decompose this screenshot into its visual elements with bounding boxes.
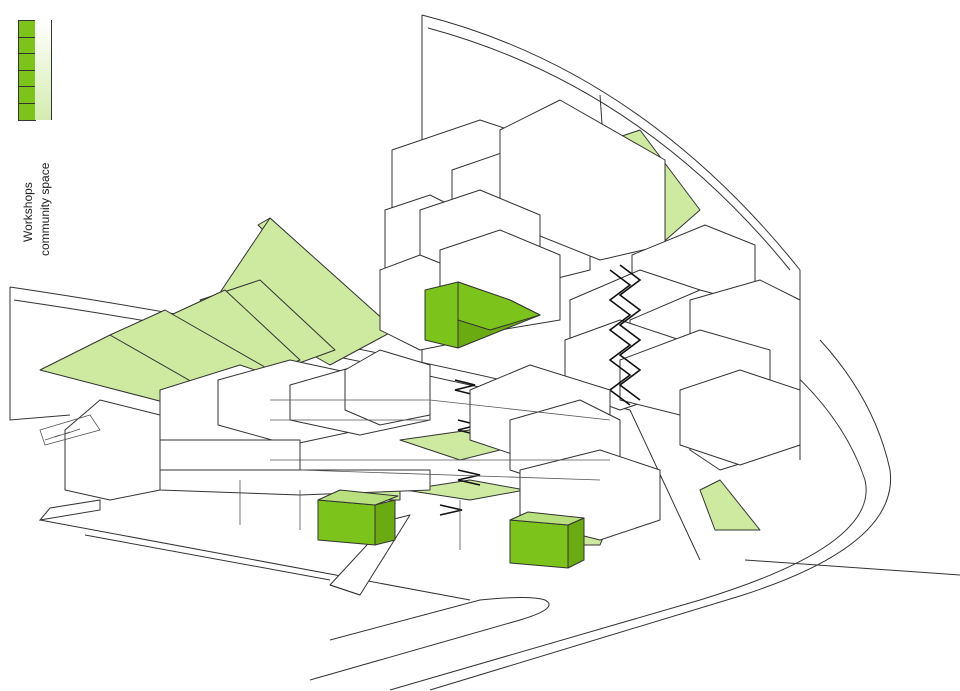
community-space-swatch bbox=[35, 20, 52, 120]
site-lines bbox=[38, 339, 960, 691]
workshops-swatch bbox=[18, 20, 36, 121]
stair-core bbox=[439, 264, 642, 516]
workshop-blocks-lower bbox=[317, 489, 585, 569]
front-building bbox=[39, 349, 661, 555]
legend: Workshops community space bbox=[18, 20, 88, 256]
workshop-block-upper bbox=[424, 281, 541, 349]
